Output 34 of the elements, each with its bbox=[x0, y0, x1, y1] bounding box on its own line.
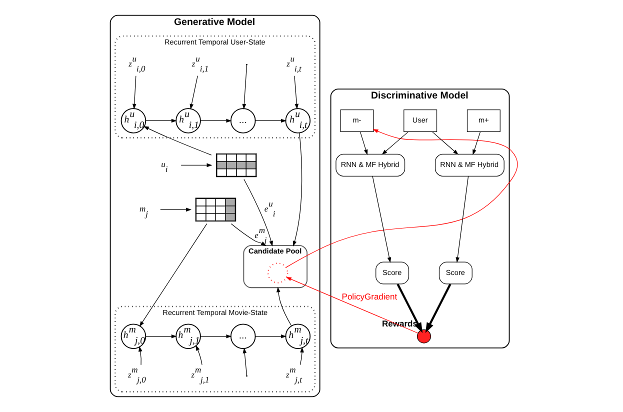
arrow bbox=[286, 277, 418, 334]
arrow bbox=[160, 208, 192, 212]
arrow bbox=[138, 346, 142, 366]
arrow bbox=[143, 126, 212, 156]
node-circle: ... bbox=[230, 324, 256, 349]
arrow bbox=[472, 132, 481, 156]
node-circle: ... bbox=[230, 108, 256, 134]
arrow bbox=[139, 223, 208, 327]
arrow bbox=[276, 286, 292, 326]
arrow bbox=[360, 132, 368, 156]
arrow bbox=[255, 118, 287, 123]
edge-label: PolicyGradient bbox=[342, 291, 398, 302]
arrow bbox=[132, 76, 136, 110]
arrow bbox=[456, 176, 469, 263]
arrow bbox=[180, 163, 212, 168]
arrow bbox=[190, 76, 198, 110]
arrow bbox=[294, 76, 299, 110]
arrow bbox=[382, 132, 409, 155]
arrow bbox=[255, 334, 287, 338]
node-circle bbox=[417, 329, 431, 344]
arrow bbox=[200, 118, 232, 123]
arrow bbox=[145, 118, 177, 123]
arrow bbox=[196, 345, 202, 366]
arrow bbox=[242, 348, 248, 376]
arrow bbox=[432, 132, 459, 155]
arrow bbox=[372, 176, 392, 263]
arrow bbox=[292, 132, 302, 246]
arrow bbox=[300, 346, 304, 366]
arrow bbox=[286, 129, 518, 268]
arrow bbox=[200, 334, 232, 338]
arrow bbox=[425, 284, 452, 334]
node-circle bbox=[267, 262, 288, 284]
arrow bbox=[242, 65, 248, 110]
arrow bbox=[145, 334, 177, 338]
